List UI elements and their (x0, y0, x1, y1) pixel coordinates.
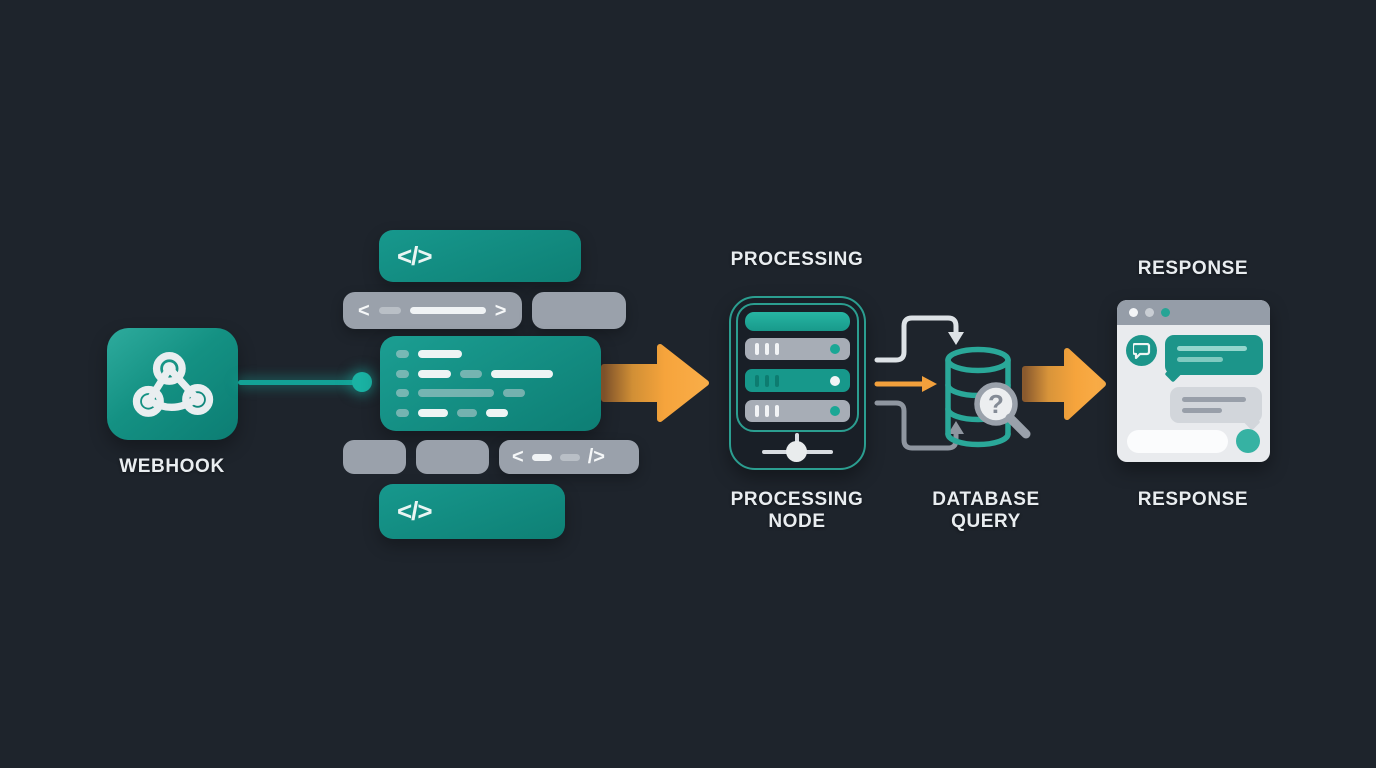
window-titlebar (1117, 300, 1270, 325)
code-chip (343, 440, 406, 474)
database-query-label: DATABASE QUERY (932, 489, 1040, 532)
response-title: RESPONSE (1137, 258, 1249, 279)
code-inline-tag-bar: < /> (499, 440, 639, 474)
chat-area (1117, 325, 1270, 462)
arrowhead-right-icon (922, 376, 937, 392)
network-stem (795, 433, 799, 446)
processing-node-label: PROCESSING NODE (730, 489, 864, 532)
open-angle-icon: < (512, 446, 524, 468)
webhook-icon (132, 352, 213, 417)
chat-bubble-icon (1132, 342, 1150, 359)
code-token (409, 307, 486, 314)
connector-bottom (874, 400, 959, 451)
code-line (396, 350, 585, 358)
magnifier-icon: ? (974, 382, 1031, 439)
code-chip (416, 440, 489, 474)
arrowhead-up-icon (948, 421, 964, 434)
status-led (830, 344, 840, 354)
webhook-node (107, 328, 238, 440)
processing-database-connectors (874, 315, 964, 451)
flow-arrow-right-icon (601, 344, 709, 422)
chat-message-incoming (1126, 335, 1263, 375)
server-row (745, 369, 850, 392)
code-token (531, 453, 552, 461)
code-line (396, 389, 585, 398)
arrowhead-down-icon (948, 332, 964, 345)
question-mark-glyph: ? (988, 389, 1004, 419)
code-chip (532, 292, 626, 329)
code-tag-icon: </> (397, 496, 433, 526)
code-token (378, 307, 401, 314)
code-block-bottom: </> (379, 484, 565, 539)
status-led (830, 406, 840, 416)
webhook-label: WEBHOOK (119, 456, 225, 477)
message-input (1127, 429, 1228, 453)
server-rack-frame (736, 303, 859, 432)
server-row (745, 400, 850, 422)
response-label: RESPONSE (1137, 489, 1249, 510)
self-close-tag-icon: /> (587, 446, 605, 468)
webhook-connector-dot (352, 372, 372, 392)
speech-bubble (1165, 335, 1263, 375)
network-node-icon (786, 441, 807, 462)
window-dot (1145, 308, 1154, 317)
server-row (745, 338, 850, 360)
open-angle-icon: < (358, 299, 370, 322)
avatar (1126, 335, 1157, 366)
processing-title: PROCESSING (730, 249, 864, 270)
send-button (1236, 429, 1260, 453)
chat-window-icon (1117, 300, 1270, 462)
message-input-row (1127, 429, 1260, 453)
code-token (559, 453, 580, 461)
code-line (396, 408, 585, 417)
code-line (396, 369, 585, 378)
webhook-connector-line (238, 380, 356, 385)
code-tag-bar: < > (343, 292, 522, 329)
code-block-top: </> (379, 230, 581, 282)
window-dot (1129, 308, 1138, 317)
connector-top (874, 315, 959, 363)
code-tag-icon: </> (397, 240, 433, 271)
flow-arrow-right-icon (1022, 348, 1106, 420)
close-angle-icon: > (494, 299, 507, 322)
window-dot (1161, 308, 1170, 317)
server-header-bar (745, 312, 850, 331)
speech-bubble (1170, 387, 1262, 423)
code-editor-block (380, 336, 601, 431)
status-led (830, 375, 840, 386)
